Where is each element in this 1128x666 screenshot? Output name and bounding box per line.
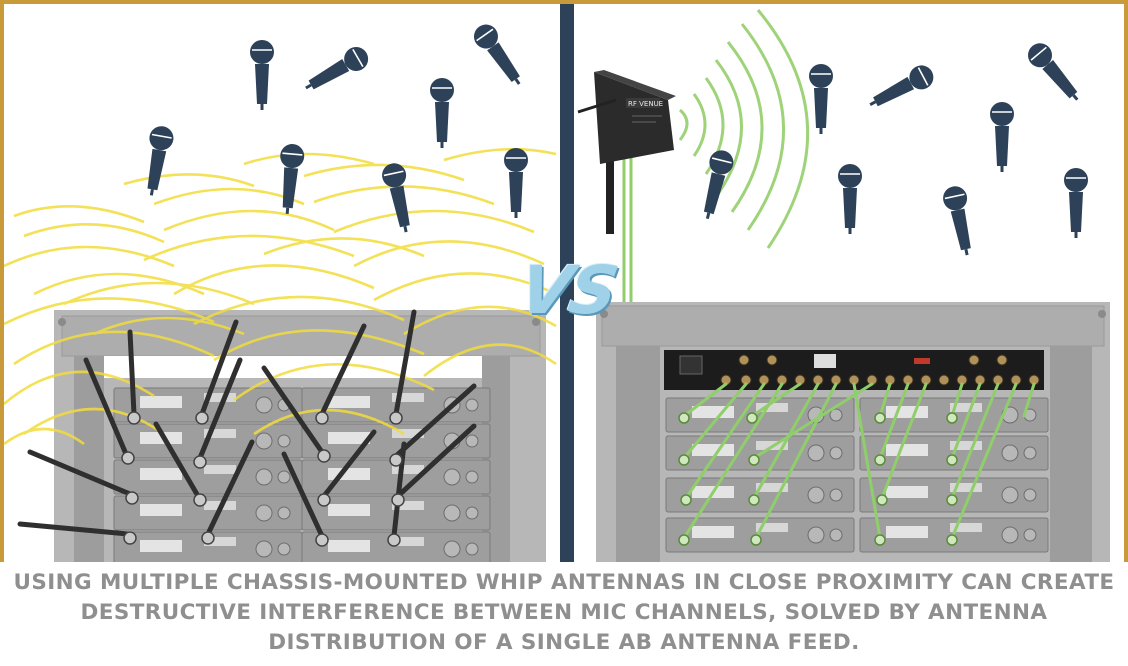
microphone-icon [808, 63, 834, 135]
microphone-icon [1063, 167, 1089, 239]
microphone-icon [468, 19, 530, 92]
vs-label: VS [513, 252, 623, 329]
microphone-icon [694, 147, 737, 223]
microphone-icon [837, 163, 863, 235]
right-microphones [694, 37, 1089, 259]
microphone-icon [429, 77, 455, 149]
distribution-amplifier [664, 350, 1044, 390]
microphone-icon [299, 41, 374, 100]
antenna-brand-label: RF VENUE [628, 100, 663, 108]
microphone-icon [863, 60, 939, 117]
microphone-icon [379, 160, 419, 236]
microphone-icon [249, 39, 275, 111]
microphone-icon [503, 147, 529, 219]
right-rack [596, 302, 1110, 562]
distribution-cables [682, 382, 1036, 540]
paddle-antenna: RF VENUE [577, 70, 676, 304]
center-divider [560, 4, 574, 562]
left-microphones [138, 19, 530, 236]
microphone-icon [138, 123, 177, 199]
caption-text: USING MULTIPLE CHASSIS-MOUNTED WHIP ANTE… [13, 570, 1115, 655]
whip-antennas [17, 309, 477, 539]
microphone-icon [1022, 37, 1088, 109]
illustration-canvas: RF VENUE [4, 9, 1110, 562]
microphone-icon [940, 183, 980, 259]
microphone-icon [274, 142, 307, 216]
microphone-icon [989, 101, 1015, 173]
illustration-frame: RF VENUE [0, 0, 1128, 562]
clean-waves [678, 9, 810, 249]
